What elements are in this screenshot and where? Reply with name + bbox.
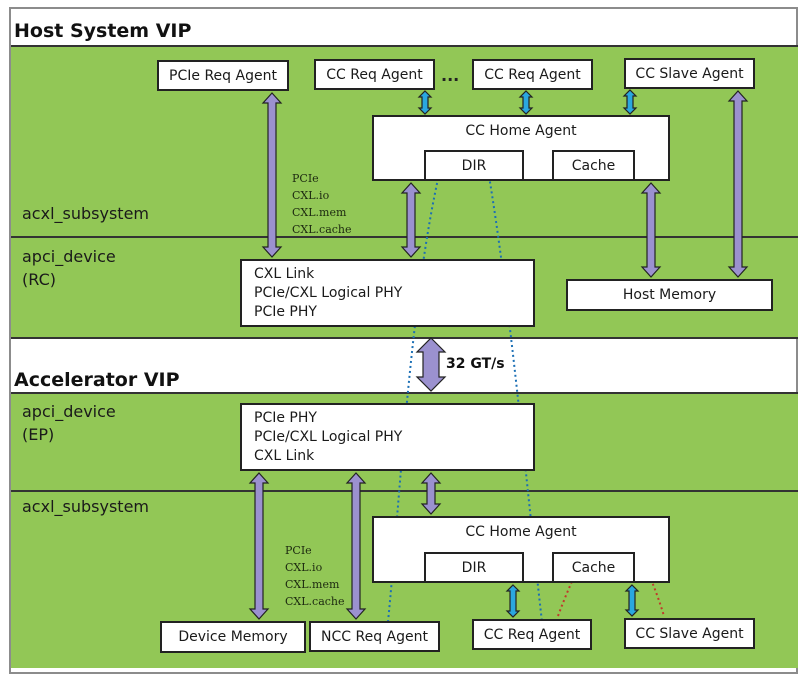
acc-dir: DIR	[424, 552, 524, 583]
host-cc-req-agent-1: CC Req Agent	[314, 59, 435, 90]
phy-layer: PCIe/CXL Logical PHY	[254, 285, 403, 301]
protocol-item: PCIe	[292, 172, 319, 185]
divider	[11, 45, 798, 47]
acc-ncc-req-agent: NCC Req Agent	[309, 621, 440, 652]
link-speed-label: 32 GT/s	[446, 356, 505, 372]
protocol-item: CXL.cache	[292, 223, 352, 236]
host-dir: DIR	[424, 150, 524, 181]
acc-cache: Cache	[552, 552, 635, 583]
acc-cc-slave-agent: CC Slave Agent	[624, 618, 755, 649]
ellipsis: ...	[441, 66, 460, 85]
acc-home-agent-title: CC Home Agent	[465, 524, 577, 540]
protocol-item: CXL.mem	[285, 578, 340, 591]
acc-device-label: apci_device	[22, 402, 116, 421]
divider	[11, 337, 798, 339]
accelerator-title: Accelerator VIP	[14, 369, 180, 391]
phy-layer: CXL Link	[254, 448, 315, 464]
host-cc-req-agent-2: CC Req Agent	[472, 59, 593, 90]
phy-layer: CXL Link	[254, 266, 315, 282]
host-system-title: Host System VIP	[14, 20, 192, 42]
phy-layer: PCIe PHY	[254, 304, 317, 320]
protocol-item: CXL.cache	[285, 595, 345, 608]
host-pcie-req-agent: PCIe Req Agent	[157, 60, 289, 91]
host-cache: Cache	[552, 150, 635, 181]
host-home-agent-title: CC Home Agent	[465, 123, 577, 139]
acc-subsystem-label: acxl_subsystem	[22, 497, 149, 516]
acc-device-role: (EP)	[22, 425, 55, 444]
phy-layer: PCIe/CXL Logical PHY	[254, 429, 403, 445]
acc-device-memory: Device Memory	[160, 621, 306, 653]
host-device-label: apci_device	[22, 247, 116, 266]
host-subsystem-label: acxl_subsystem	[22, 204, 149, 223]
host-protocol-list: PCIe CXL.io CXL.mem CXL.cache	[292, 170, 352, 238]
acc-protocol-list: PCIe CXL.io CXL.mem CXL.cache	[285, 542, 345, 610]
protocol-item: CXL.io	[292, 189, 330, 202]
acc-cc-req-agent: CC Req Agent	[472, 619, 592, 650]
protocol-item: CXL.mem	[292, 206, 347, 219]
host-phy-stack: CXL Link PCIe/CXL Logical PHY PCIe PHY	[240, 259, 535, 327]
host-cc-slave-agent: CC Slave Agent	[624, 58, 755, 89]
protocol-item: PCIe	[285, 544, 312, 557]
host-device-role: (RC)	[22, 270, 56, 289]
acc-phy-stack: PCIe PHY PCIe/CXL Logical PHY CXL Link	[240, 403, 535, 471]
protocol-item: CXL.io	[285, 561, 323, 574]
host-memory: Host Memory	[566, 279, 773, 311]
phy-layer: PCIe PHY	[254, 410, 317, 426]
